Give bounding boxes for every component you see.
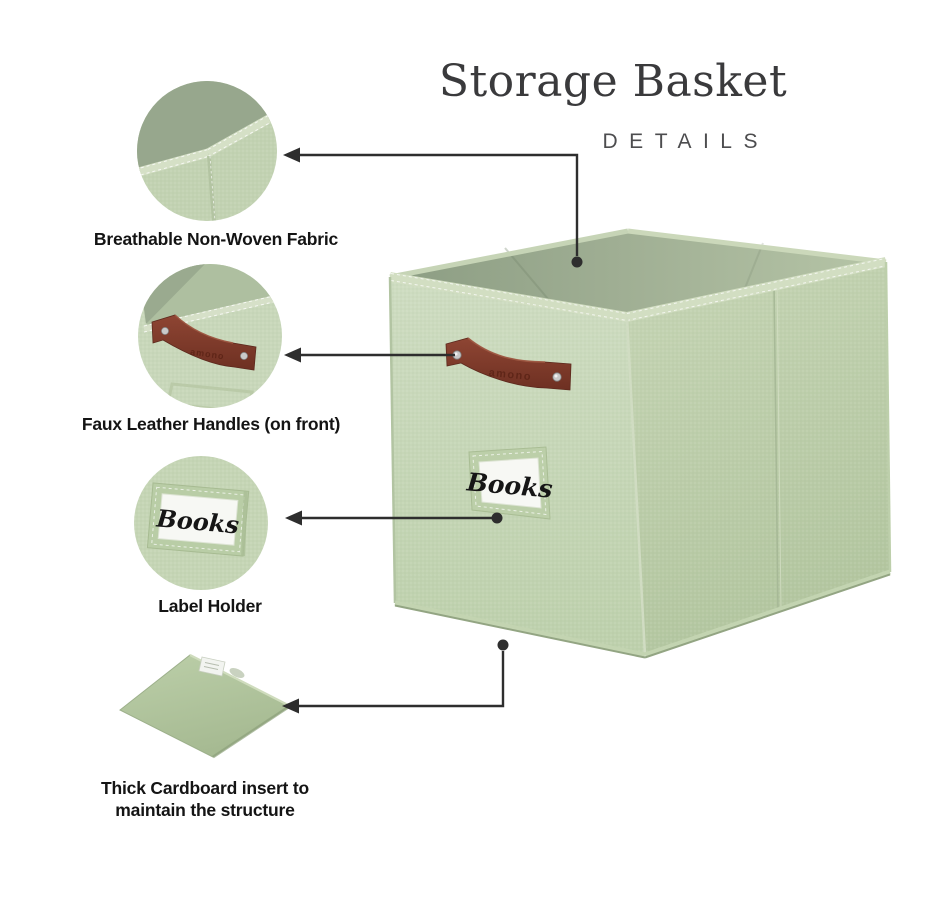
callout-handle-emboss-text: amono: [190, 347, 226, 362]
leader-line-cardboard: [298, 651, 505, 708]
basket-label-paper: [478, 457, 542, 509]
callout-rivet-left: [161, 327, 169, 335]
callout-fabric-interior: [137, 81, 277, 172]
handle-rivet-right-shine: [554, 374, 558, 378]
basket-center-edge: [625, 316, 647, 656]
basket-right-face-seam-highlight: [776, 280, 782, 611]
callout-rivet-right: [240, 352, 248, 360]
callout-label-holder-frame: Books: [146, 482, 250, 557]
basket-bottom-edges: [394, 569, 891, 659]
feature-label-faux-leather-handles: Faux Leather Handles (on front): [81, 414, 341, 434]
leader-line-fabric: [299, 153, 579, 256]
feature-label-cardboard-line2: maintain the structure: [115, 800, 295, 820]
feature-label-cardboard-insert: Thick Cardboard insert to maintain the s…: [55, 777, 355, 821]
feature-label-label-holder: Label Holder: [158, 596, 262, 616]
line-endpoint-dot-icon: [571, 256, 583, 268]
basket-rim-back-left: [389, 228, 629, 280]
handle-rivet-left-shine: [454, 352, 458, 356]
basket-interior-left-fold: [504, 247, 555, 307]
basket-rim-front-left: [389, 272, 628, 322]
cardboard-thickness-edge: [212, 704, 291, 759]
line-endpoint-dot-icon: [491, 512, 503, 524]
arrow-left-icon: [285, 510, 302, 526]
basket-rim-back-right: [627, 228, 887, 265]
arrow-left-icon: [282, 698, 299, 714]
callout-circle-handle: amono: [138, 264, 282, 408]
line-endpoint-dot-icon: [497, 639, 509, 651]
basket-right-face-texture: [627, 262, 890, 655]
arrow-left-icon: [284, 347, 301, 363]
arrow-left-icon: [283, 147, 300, 163]
basket-rim-front-right: [625, 257, 888, 322]
basket-right-edge: [884, 261, 892, 573]
callout-circle-label-holder: Books: [134, 456, 268, 590]
cardboard-sticker-tag: [198, 656, 226, 677]
callout-fabric-rim-seams: [137, 112, 277, 221]
handle-emboss-text: amono: [488, 367, 533, 383]
basket-label-holder: Books: [465, 446, 554, 520]
basket-handle: amono: [445, 337, 572, 391]
feature-label-cardboard-line1: Thick Cardboard insert to: [101, 778, 309, 798]
callout-handle-strap: amono: [151, 314, 257, 371]
feature-label-breathable-fabric: Breathable Non-Woven Fabric: [93, 229, 339, 249]
leader-line-markers: [282, 147, 583, 714]
storage-basket-illustration: amono Books: [388, 228, 892, 659]
page-subtitle: DETAILS: [602, 130, 769, 153]
cardboard-insert-illustration: [119, 654, 291, 759]
callout-label-paper: [157, 493, 239, 546]
basket-right-face-seam: [773, 280, 779, 611]
callout-circle-fabric: [137, 81, 277, 221]
page-title: Storage Basket: [438, 56, 788, 107]
callout-leader-lines: [298, 153, 579, 708]
cardboard-fold-mark: [229, 668, 245, 678]
basket-left-edge: [388, 276, 397, 604]
